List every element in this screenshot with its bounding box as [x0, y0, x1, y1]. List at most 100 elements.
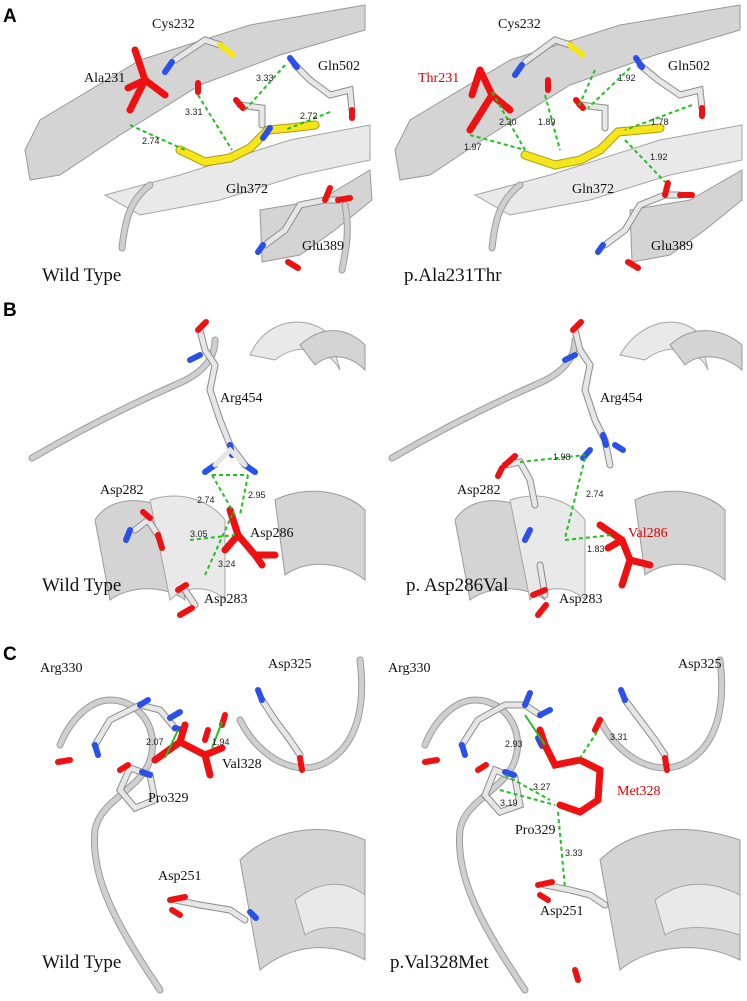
panel-b-left-structure [28, 319, 366, 618]
asp286-stick [221, 506, 279, 569]
residue-label: Arg330 [40, 661, 83, 676]
coil [597, 657, 725, 771]
panel-caption: Wild Type [42, 575, 121, 596]
hbond [544, 94, 561, 151]
distance-label: 3.31 [610, 732, 628, 742]
distance-label: 3.27 [533, 782, 551, 792]
panel-caption: Wild Type [42, 952, 121, 973]
panel-caption: p. Asp286Val [406, 575, 508, 596]
residue-label: Asp325 [678, 657, 722, 672]
distance-label: 1.92 [650, 152, 668, 162]
helix [299, 330, 366, 372]
hbond [211, 721, 223, 749]
panel-b: B Arg454 Asp282 Asp286 Asp283 2.74 2.95 … [3, 300, 743, 618]
panel-c-left-structure [55, 656, 366, 994]
residue-label: Glu389 [651, 239, 693, 254]
distance-label: 3.05 [190, 529, 208, 539]
distance-label: 1.92 [618, 73, 636, 83]
hbond [587, 67, 631, 109]
helix [669, 330, 743, 372]
residue-label: Ala231 [84, 71, 125, 86]
hbond [624, 104, 693, 131]
coil [339, 202, 350, 273]
hbond [284, 111, 331, 131]
val328-stick [151, 721, 226, 779]
panel-caption: p.Ala231Thr [404, 265, 502, 286]
helix [274, 490, 366, 582]
residue-label: Pro329 [515, 823, 555, 838]
hbond [129, 124, 186, 151]
hbond [189, 534, 236, 541]
residue-label: Asp286 [250, 526, 294, 541]
panel-caption: p.Val328Met [390, 952, 489, 973]
distance-label: 2.95 [248, 490, 266, 500]
panel-letter-b: B [3, 300, 17, 321]
hbond [524, 714, 546, 746]
residue-label: Gln372 [572, 182, 614, 197]
distance-label: 1.83 [587, 544, 605, 554]
hbond [499, 789, 556, 806]
thr231-stick [466, 66, 514, 134]
helix [654, 883, 741, 936]
coil [57, 697, 163, 993]
panel-b-right-structure [388, 319, 743, 618]
residue-label: Asp251 [158, 869, 202, 884]
ala231-stick [124, 46, 169, 114]
hbond [519, 454, 586, 463]
distance-label: 1.78 [651, 117, 669, 127]
residue-label: Asp325 [268, 657, 312, 672]
residue-label: Gln502 [668, 59, 710, 74]
hbond [204, 514, 233, 576]
residue-label: Gln502 [318, 59, 360, 74]
panel-a: A Cys232 Ala231 Gln502 Gln372 Glu389 3.3… [3, 4, 743, 286]
panel-c: C Arg330 Asp325 Val328 Pro329 Asp251 2.0… [3, 644, 741, 994]
beta-sheet [473, 124, 743, 216]
hbond [164, 729, 179, 759]
mutant-residue-label: Met328 [617, 784, 661, 799]
coil [29, 337, 218, 461]
hbond [244, 64, 286, 111]
residue-label: Arg330 [388, 661, 431, 676]
residue-label: Asp283 [204, 592, 248, 607]
distance-label: 1.97 [464, 142, 482, 152]
residue-label: Arg454 [220, 391, 263, 406]
coil [237, 657, 365, 771]
hbond [469, 134, 526, 151]
hbond [564, 534, 613, 541]
coil [56, 696, 164, 994]
residue-label: Arg454 [600, 391, 643, 406]
residue-label: Glu389 [302, 239, 344, 254]
residue-label: Asp282 [457, 483, 501, 498]
distance-label: 2.74 [197, 495, 215, 505]
beta-sheet [629, 169, 743, 263]
distance-label: 2.72 [300, 111, 318, 121]
residue-label: Asp283 [559, 592, 603, 607]
distance-label: 2.30 [499, 117, 517, 127]
distance-label: 3.33 [256, 73, 274, 83]
distance-label: 2.74 [586, 489, 604, 499]
distance-label: 3.33 [565, 848, 583, 858]
mutant-residue-label: Thr231 [418, 71, 459, 86]
hbond [211, 474, 236, 516]
residue-label: Gln372 [226, 182, 268, 197]
panel-a-right-structure [394, 4, 743, 271]
residue-label: Asp251 [540, 904, 584, 919]
distance-label: 2.07 [146, 737, 164, 747]
distance-label: 2.93 [505, 739, 523, 749]
distance-label: 1.98 [553, 452, 571, 462]
coil [389, 337, 578, 461]
residue-label: Asp282 [100, 483, 144, 498]
residue-label: Val328 [222, 757, 262, 772]
residue-label: Pro329 [148, 791, 188, 806]
panel-a-left-structure [24, 4, 373, 274]
panel-c-right-structure [421, 656, 741, 994]
residue-label: Cys232 [498, 17, 541, 32]
panel-letter-c: C [3, 644, 17, 665]
hbond [624, 139, 666, 183]
helix [294, 883, 366, 936]
hbond [239, 474, 249, 516]
distance-label: 3.31 [185, 107, 203, 117]
coil [119, 182, 153, 251]
panel-letter-a: A [3, 6, 17, 27]
